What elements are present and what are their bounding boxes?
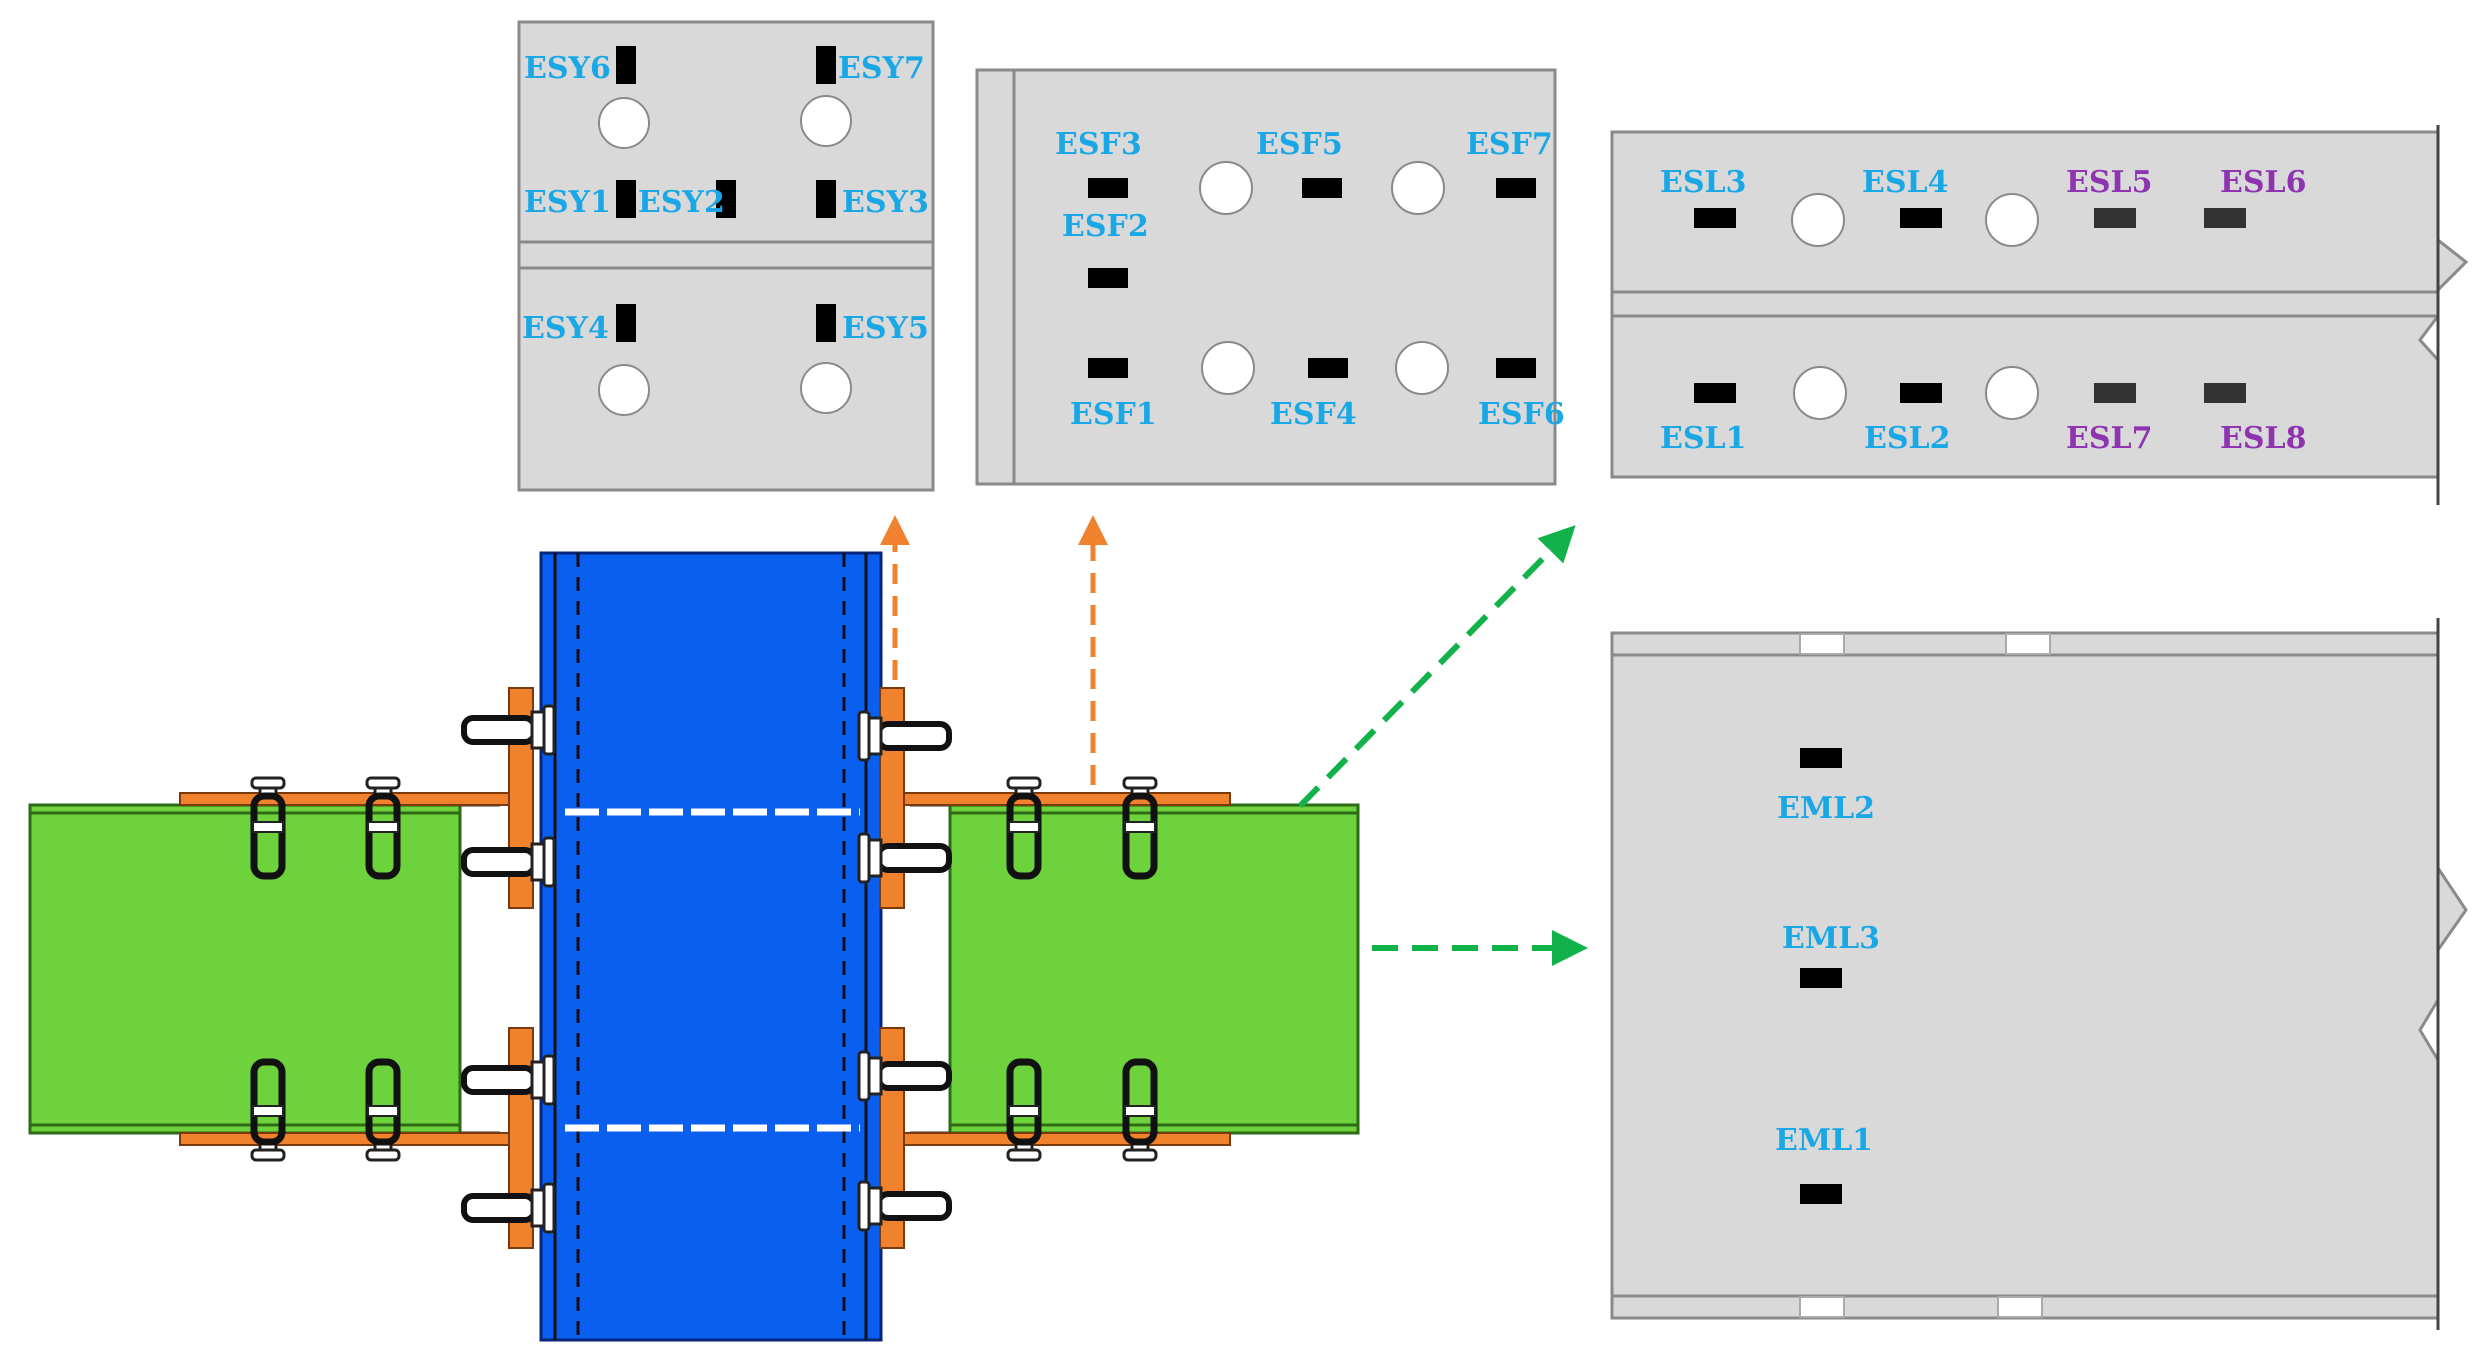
label-esl2: ESL2 bbox=[1864, 421, 1951, 456]
right-beam bbox=[910, 803, 1360, 1135]
label-esf7: ESF7 bbox=[1466, 127, 1553, 162]
label-esl3: ESL3 bbox=[1660, 165, 1747, 200]
column bbox=[539, 551, 883, 1342]
label-eml1: EML1 bbox=[1775, 1123, 1873, 1158]
label-esy6: ESY6 bbox=[524, 51, 611, 86]
left-beam bbox=[28, 803, 500, 1135]
connection-elevation bbox=[28, 551, 1360, 1342]
green-arrows bbox=[1297, 525, 1588, 966]
label-esl4: ESL4 bbox=[1862, 165, 1949, 200]
label-esf3: ESF3 bbox=[1055, 127, 1142, 162]
label-esy4: ESY4 bbox=[522, 311, 609, 346]
bolt-holes bbox=[598, 95, 852, 416]
label-esf2: ESF2 bbox=[1062, 209, 1149, 244]
end-plate-panel: ESY6 ESY7 ESY1 ESY2 ESY3 ESY4 ESY5 bbox=[517, 20, 935, 492]
label-esl5: ESL5 bbox=[2066, 165, 2153, 200]
label-esy1: ESY1 bbox=[524, 185, 611, 220]
strain-gauges bbox=[1694, 208, 2246, 403]
label-esl1: ESL1 bbox=[1660, 421, 1747, 456]
orange-arrows bbox=[880, 515, 1108, 785]
label-eml2: EML2 bbox=[1777, 791, 1875, 826]
label-esy7: ESY7 bbox=[838, 51, 925, 86]
label-esl6: ESL6 bbox=[2220, 165, 2307, 200]
label-esy3: ESY3 bbox=[842, 185, 929, 220]
strain-gauges bbox=[616, 46, 836, 342]
label-esf4: ESF4 bbox=[1270, 397, 1357, 432]
label-esf1: ESF1 bbox=[1070, 397, 1157, 432]
bolt-holes bbox=[1791, 193, 2039, 420]
bolt-holes bbox=[1199, 161, 1449, 395]
label-esf5: ESF5 bbox=[1256, 127, 1343, 162]
label-esy5: ESY5 bbox=[842, 311, 929, 346]
label-esy2: ESY2 bbox=[638, 185, 725, 220]
flange-panel: ESF3 ESF5 ESF7 ESF2 ESF1 ESF4 ESF6 bbox=[975, 68, 1565, 486]
label-eml3: EML3 bbox=[1782, 921, 1880, 956]
web-panel: EML2 EML3 EML1 bbox=[1610, 618, 2468, 1330]
strain-gauges bbox=[1088, 178, 1536, 378]
strain-gauges bbox=[1800, 748, 1842, 1204]
label-esl7: ESL7 bbox=[2066, 421, 2153, 456]
splice-plate-panel: ESL3 ESL4 ESL5 ESL6 ESL1 ESL2 ESL7 ESL8 bbox=[1610, 125, 2469, 505]
label-esl8: ESL8 bbox=[2220, 421, 2307, 456]
label-esf6: ESF6 bbox=[1478, 397, 1565, 432]
